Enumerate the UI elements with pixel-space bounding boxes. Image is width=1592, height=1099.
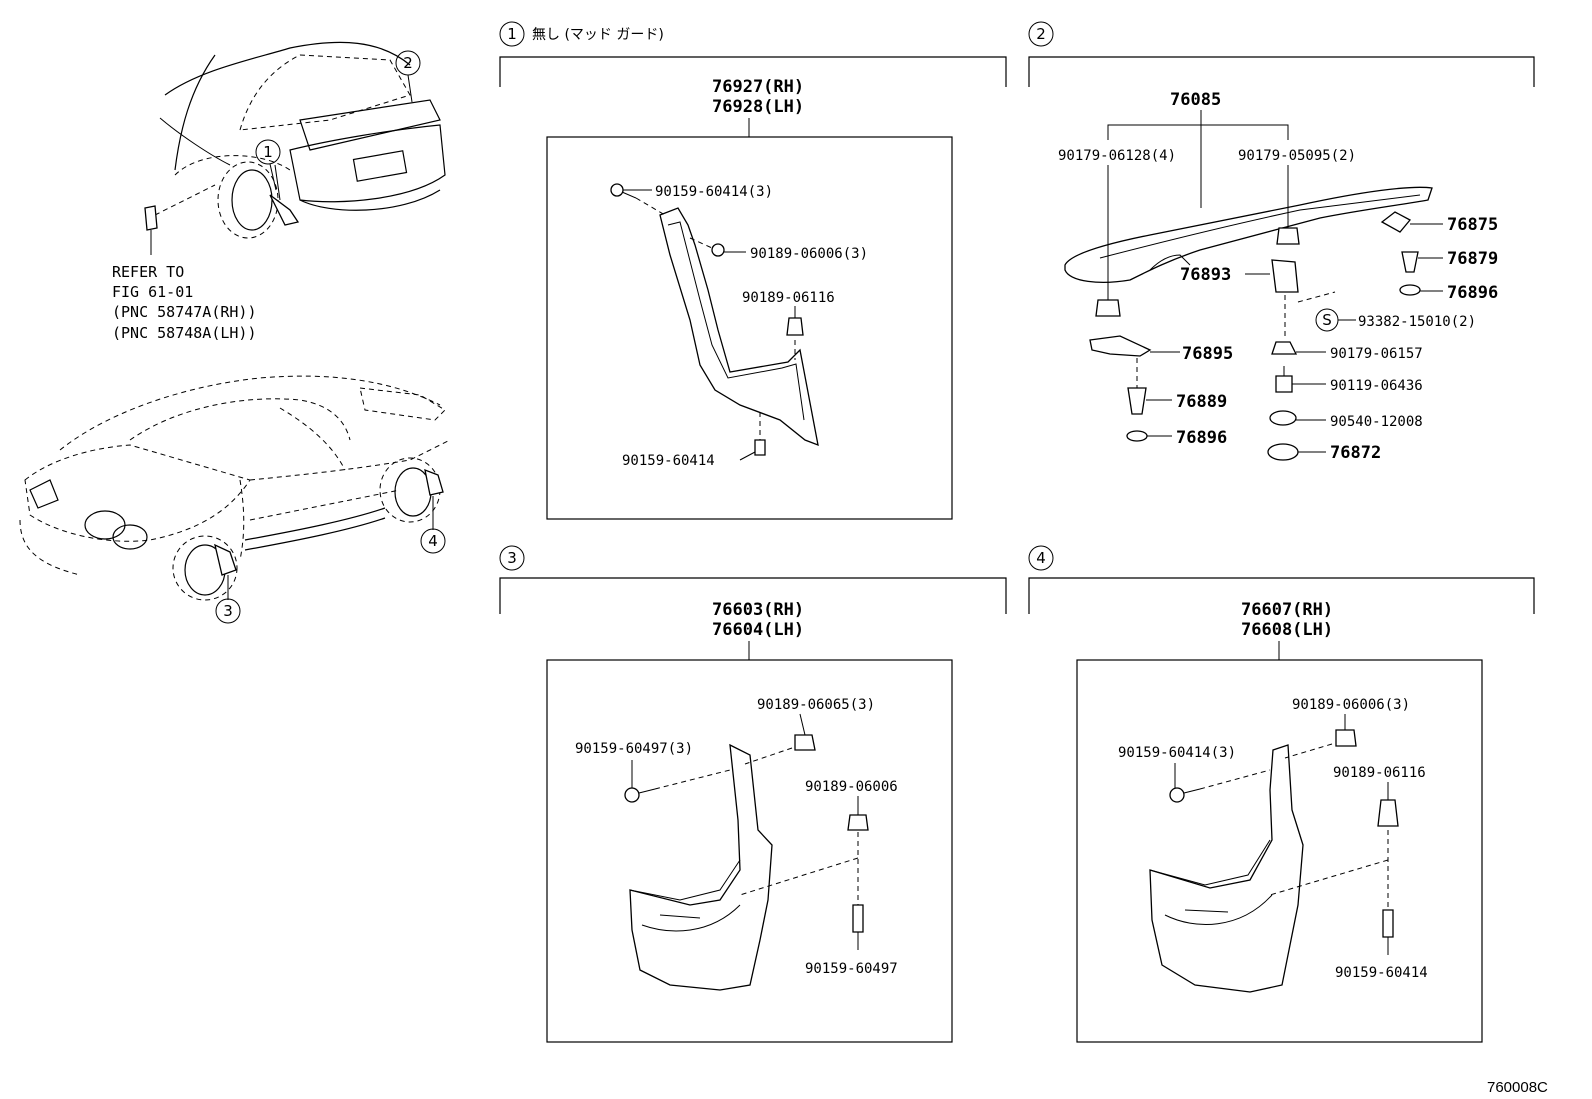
s2-part-76879: 76879 xyxy=(1447,249,1498,269)
s1-part-90159-60414: 90159-60414 xyxy=(622,453,715,469)
section-4-number: 4 xyxy=(1036,549,1046,567)
s3-part-90159-60497-3: 90159-60497(3) xyxy=(575,741,693,757)
section-4: 4 76607(RH) 76608(LH) 90189-06006(3) 901… xyxy=(1028,545,1535,1043)
s2-part-76896-b: 76896 xyxy=(1176,428,1227,448)
callout-1: 1 xyxy=(263,143,273,161)
callout-2-top: 2 xyxy=(403,54,413,72)
s2-part-76875: 76875 xyxy=(1447,215,1498,235)
s4-part-90189-06116: 90189-06116 xyxy=(1333,765,1426,781)
section-2-number: 2 xyxy=(1036,25,1046,43)
section-1-title: 無し (マッド ガード) xyxy=(532,27,664,43)
s3-part-90159-60497: 90159-60497 xyxy=(805,961,898,977)
s2-part-90179-05095-2: 90179-05095(2) xyxy=(1238,148,1356,164)
s2-part-76889: 76889 xyxy=(1176,392,1227,412)
refer-line-4: (PNC 58748A(LH)) xyxy=(112,324,257,342)
refer-line-3: (PNC 58747A(RH)) xyxy=(112,303,257,321)
front-car-illustration xyxy=(19,375,451,601)
refer-line-1: REFER TO xyxy=(112,263,184,281)
rear-car-illustration xyxy=(144,41,446,255)
callout-4-car: 4 xyxy=(428,532,438,550)
s1-part-90189-06116: 90189-06116 xyxy=(742,290,835,306)
refer-line-2: FIG 61-01 xyxy=(112,283,193,301)
callout-3-car: 3 xyxy=(223,602,233,620)
s2-part-90179-06157: 90179-06157 xyxy=(1330,346,1423,362)
s2-s-mark: S xyxy=(1322,311,1332,329)
section-3-head-rh: 76603(RH) xyxy=(712,600,804,620)
s2-part-93382-15010-2: 93382-15010(2) xyxy=(1358,314,1476,330)
s2-part-90179-06128-4: 90179-06128(4) xyxy=(1058,148,1176,164)
figure-code: 760008C xyxy=(1487,1079,1548,1096)
s1-part-90189-06006-3: 90189-06006(3) xyxy=(750,246,868,262)
section-1-number: 1 xyxy=(507,25,517,43)
section-3-number: 3 xyxy=(507,549,517,567)
s2-part-90540-12008: 90540-12008 xyxy=(1330,414,1423,430)
section-1: 1 無し (マッド ガード) 76927(RH) 76928(LH) 90159… xyxy=(499,21,1007,520)
s3-part-90189-06006: 90189-06006 xyxy=(805,779,898,795)
section-2-head: 76085 xyxy=(1170,90,1221,110)
s2-part-76893: 76893 xyxy=(1180,265,1231,285)
s2-part-76872: 76872 xyxy=(1330,443,1381,463)
section-1-head-rh: 76927(RH) xyxy=(712,77,804,97)
section-4-head-rh: 76607(RH) xyxy=(1241,600,1333,620)
section-4-head-lh: 76608(LH) xyxy=(1241,620,1333,640)
s1-part-90159-60414-3: 90159-60414(3) xyxy=(655,184,773,200)
s4-part-90159-60414-3: 90159-60414(3) xyxy=(1118,745,1236,761)
section-3-head-lh: 76604(LH) xyxy=(712,620,804,640)
s2-part-90119-06436: 90119-06436 xyxy=(1330,378,1423,394)
section-1-head-lh: 76928(LH) xyxy=(712,97,804,117)
s2-part-76895: 76895 xyxy=(1182,344,1233,364)
s3-part-90189-06065-3: 90189-06065(3) xyxy=(757,697,875,713)
s4-part-90189-06006-3: 90189-06006(3) xyxy=(1292,697,1410,713)
section-2: 2 76085 90179-06128(4) 90179-05095(2) 76… xyxy=(1028,21,1535,463)
s2-part-76896-a: 76896 xyxy=(1447,283,1498,303)
section-3: 3 76603(RH) 76604(LH) 90189-06065(3) 901… xyxy=(499,545,1007,1043)
s4-part-90159-60414: 90159-60414 xyxy=(1335,965,1428,981)
